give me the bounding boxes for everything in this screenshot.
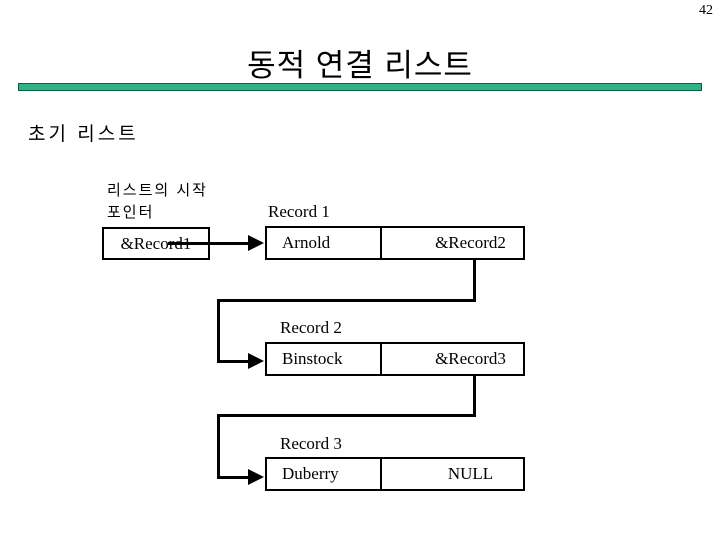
start-pointer-label-line1: 리스트의 시작 (107, 182, 208, 199)
page-number: 42 (699, 3, 713, 18)
slide-title: 동적 연결 리스트 (247, 48, 473, 83)
connector-1-arrow-head-icon (248, 353, 264, 369)
record-2-box: Binstock &Record3 (265, 342, 525, 376)
record-1-name: Arnold (267, 228, 382, 258)
record-3-box: Duberry NULL (265, 457, 525, 491)
record-1-pointer: &Record2 (435, 233, 506, 252)
connector-2-arrow-line (217, 476, 249, 479)
record-2-name: Binstock (267, 344, 382, 374)
record-3-name: Duberry (267, 459, 382, 489)
connector-2-left-down-line (217, 414, 220, 479)
connector-1-left-down-line (217, 299, 220, 363)
connector-1-across-line (217, 299, 476, 302)
head-arrow-head-icon (248, 235, 264, 251)
start-pointer-label: 리스트의 시작 포인터 (107, 180, 208, 224)
record-1-label: Record 1 (268, 202, 330, 221)
connector-2-down-line (473, 376, 476, 417)
record-3-label: Record 3 (280, 434, 342, 453)
connector-1-arrow-line (217, 360, 249, 363)
head-pointer-value: &Record1 (120, 233, 192, 253)
connector-2-across-line (217, 414, 476, 417)
start-pointer-label-line2: 포인터 (107, 204, 155, 221)
connector-2-arrow-head-icon (248, 469, 264, 485)
record-2-label: Record 2 (280, 318, 342, 337)
head-arrow-line (168, 242, 249, 245)
subtitle: 초기 리스트 (28, 124, 139, 145)
record-1-box: Arnold &Record2 (265, 226, 525, 260)
connector-1-down-line (473, 260, 476, 302)
record-3-pointer: NULL (447, 464, 494, 483)
record-2-pointer: &Record3 (435, 349, 506, 368)
title-divider-bar (18, 83, 702, 91)
